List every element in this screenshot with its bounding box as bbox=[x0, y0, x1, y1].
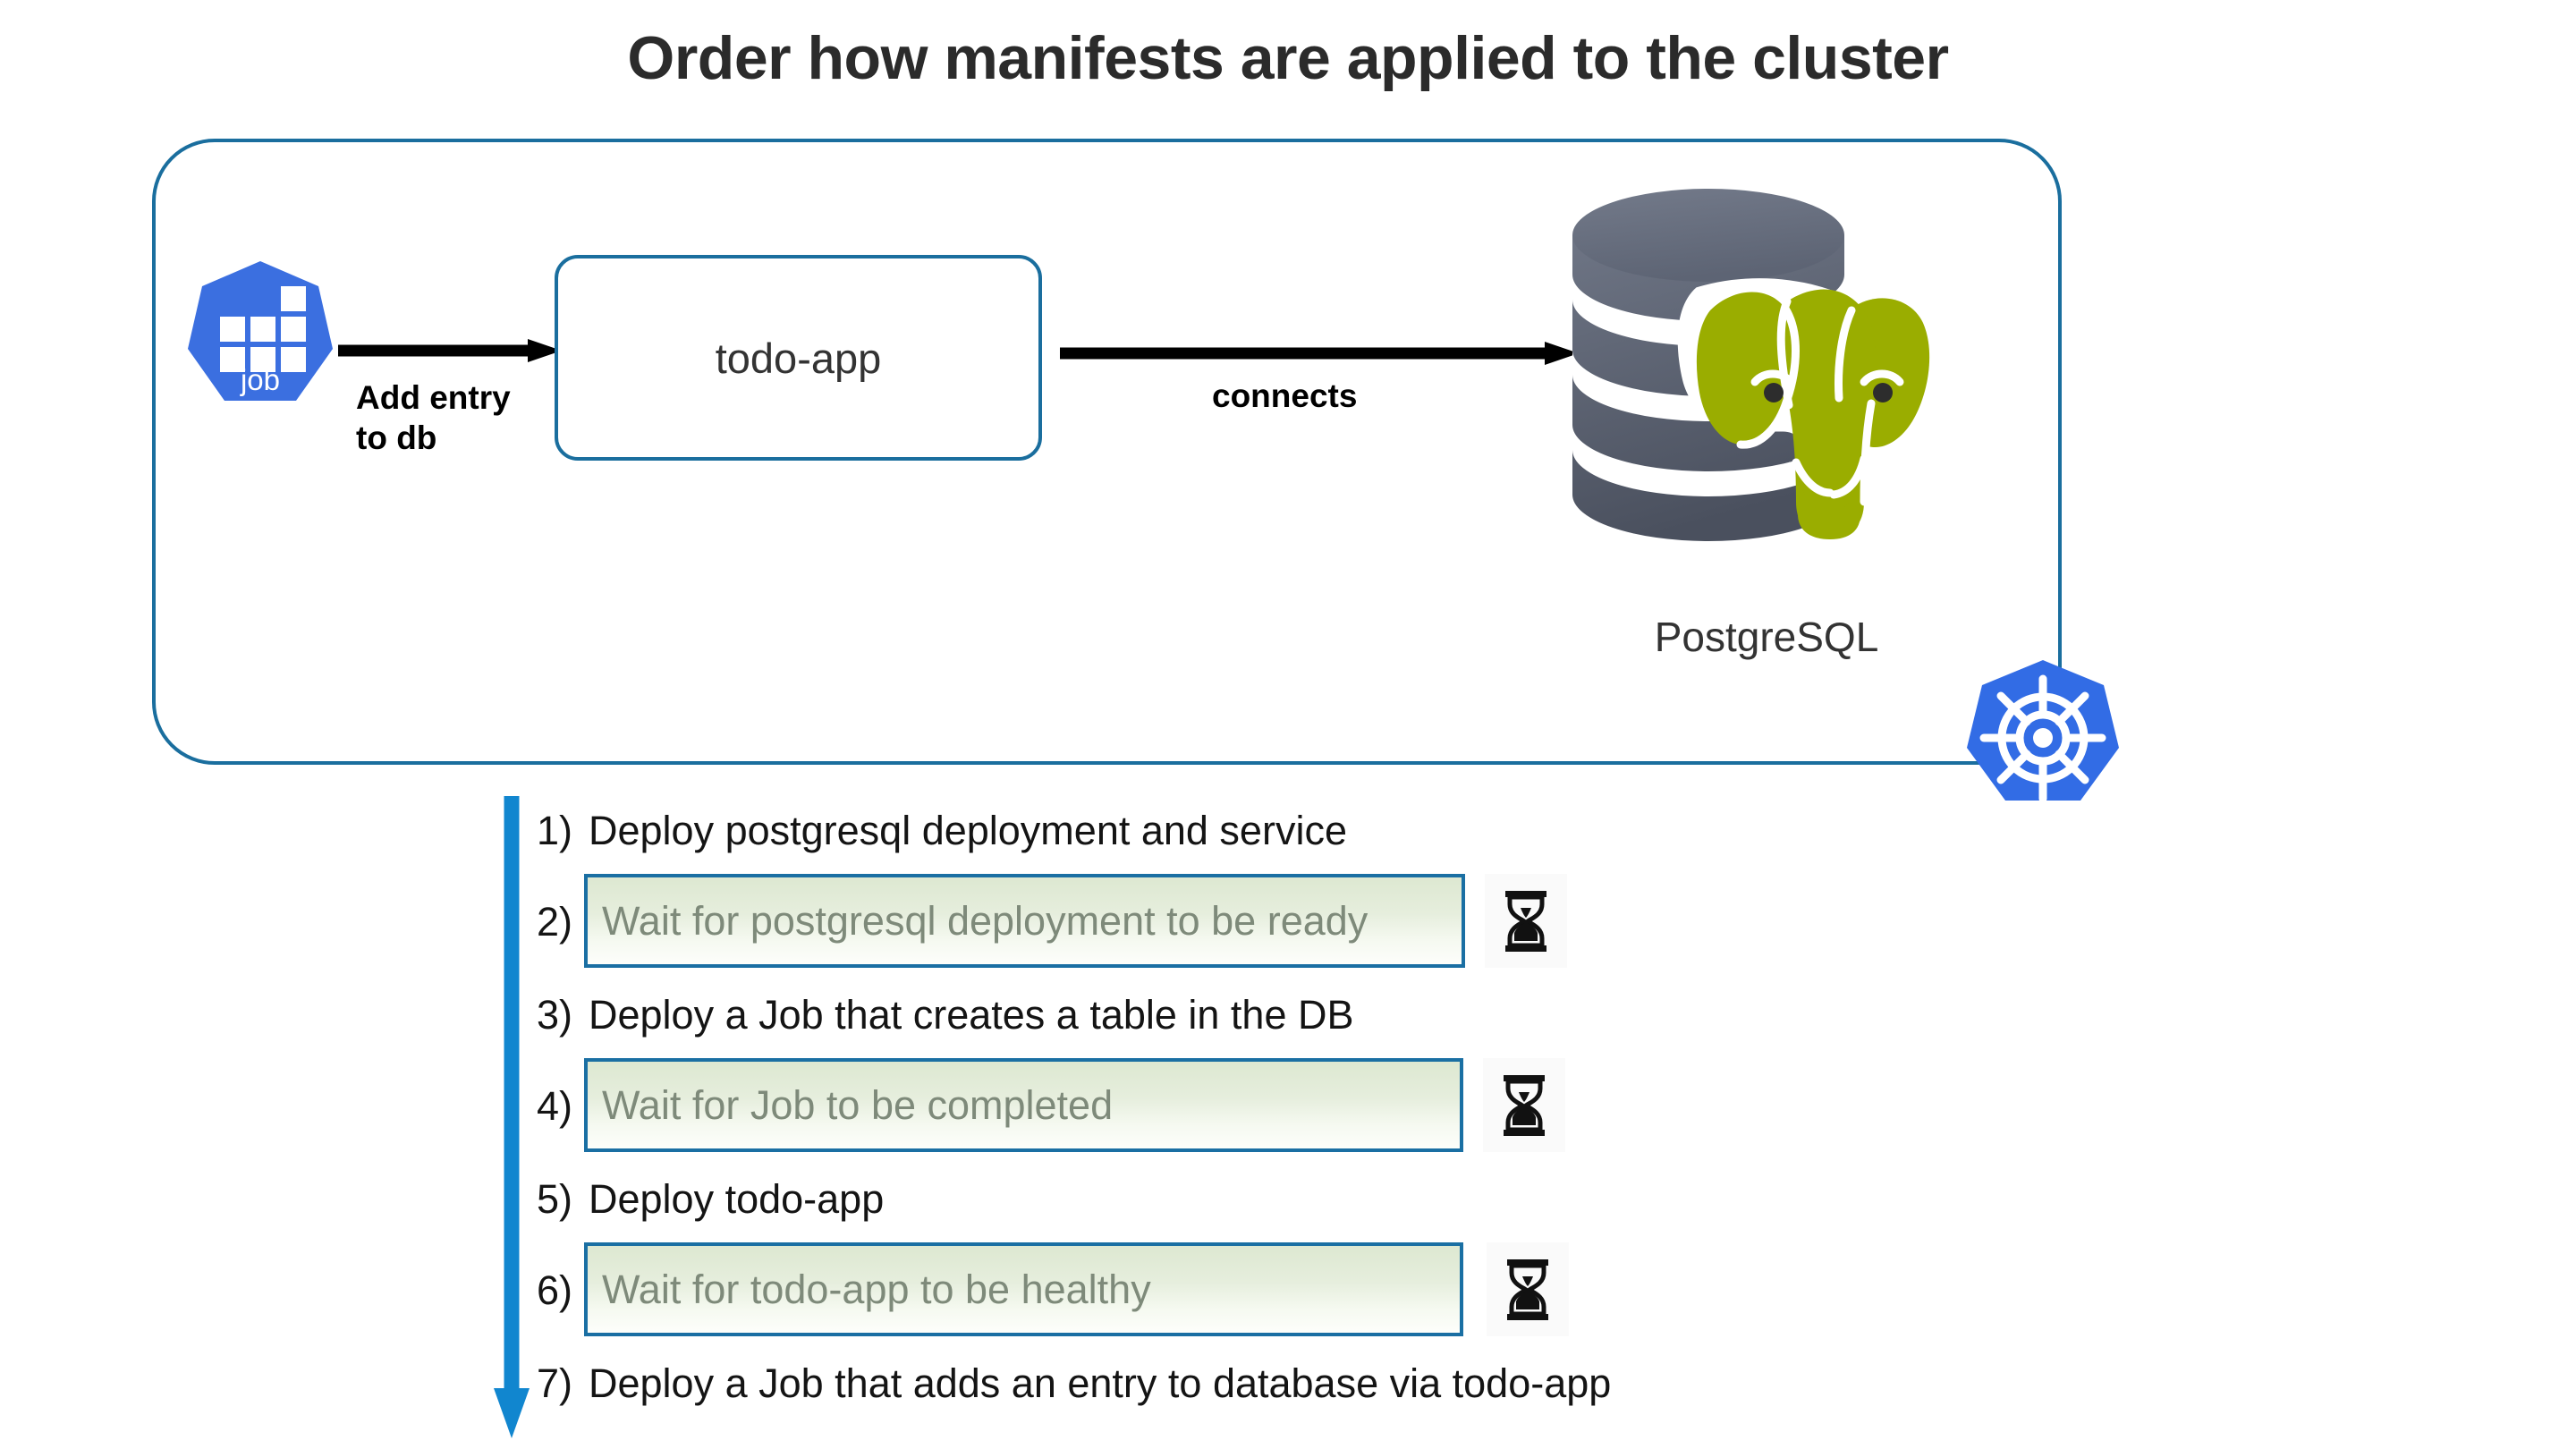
step-number-4: 4) bbox=[537, 1083, 573, 1129]
step-number-7: 7) bbox=[537, 1360, 573, 1406]
wait-box-2[interactable]: Wait for postgresql deployment to be rea… bbox=[584, 874, 1465, 968]
step-row-5: 5) Deploy todo-app bbox=[537, 1172, 884, 1225]
step-number-1: 1) bbox=[537, 807, 573, 853]
step-row-2: 2) Wait for postgresql deployment to be … bbox=[537, 874, 1637, 968]
hourglass-box-2 bbox=[1485, 874, 1567, 968]
edge-connects-label: connects bbox=[1212, 377, 1358, 414]
step-row-4: 4) Wait for Job to be completed bbox=[537, 1058, 1637, 1152]
kubernetes-job-icon bbox=[188, 261, 333, 401]
step-text-4: Wait for Job to be completed bbox=[602, 1082, 1114, 1128]
arrow-right-icon bbox=[1060, 342, 1579, 365]
kubernetes-helm-icon bbox=[1967, 660, 2119, 803]
job-node-label: job bbox=[240, 363, 281, 396]
hourglass-box-6 bbox=[1487, 1242, 1569, 1336]
step-number-6: 6) bbox=[537, 1267, 573, 1313]
wait-box-6[interactable]: Wait for todo-app to be healthy bbox=[584, 1242, 1463, 1336]
todo-app-node: todo-app bbox=[555, 255, 1042, 461]
edge-connects bbox=[1060, 341, 1579, 366]
postgresql-elephant-icon bbox=[1572, 189, 1936, 558]
step-number-3: 3) bbox=[537, 991, 573, 1038]
step-text-2: Wait for postgresql deployment to be rea… bbox=[602, 898, 1368, 944]
hourglass-box-4 bbox=[1483, 1058, 1565, 1152]
step-row-7: 7) Deploy a Job that adds an entry to da… bbox=[537, 1356, 1611, 1410]
step-text-7: Deploy a Job that adds an entry to datab… bbox=[589, 1360, 1612, 1406]
step-number-2: 2) bbox=[537, 899, 573, 945]
step-row-1: 1) Deploy postgresql deployment and serv… bbox=[537, 803, 1347, 857]
arrow-right-icon bbox=[338, 339, 562, 362]
cluster-boundary bbox=[152, 139, 2062, 765]
step-row-6: 6) Wait for todo-app to be healthy bbox=[537, 1242, 1664, 1336]
postgres-node-label: PostgreSQL bbox=[1654, 614, 1879, 660]
step-text-5: Deploy todo-app bbox=[589, 1175, 885, 1222]
kubernetes-cluster-badge bbox=[1957, 657, 2129, 824]
hourglass-icon bbox=[1507, 1258, 1548, 1320]
step-row-3: 3) Deploy a Job that creates a table in … bbox=[537, 987, 1354, 1041]
steps-flow-arrow bbox=[490, 796, 533, 1440]
page-title: Order how manifests are applied to the c… bbox=[627, 24, 1949, 92]
edge-add-entry-label: Add entry to db bbox=[356, 377, 624, 458]
job-node: job bbox=[177, 258, 343, 428]
steps-list: 1) Deploy postgresql deployment and serv… bbox=[537, 796, 2057, 1440]
edge-add-entry bbox=[338, 338, 562, 363]
hourglass-icon bbox=[1504, 1074, 1545, 1136]
arrow-down-icon bbox=[494, 796, 530, 1438]
edge-add-entry-label-line1: Add entry bbox=[356, 379, 511, 416]
step-text-3: Deploy a Job that creates a table in the… bbox=[589, 991, 1354, 1038]
hourglass-icon bbox=[1505, 890, 1546, 952]
wait-box-4[interactable]: Wait for Job to be completed bbox=[584, 1058, 1463, 1152]
step-number-5: 5) bbox=[537, 1175, 573, 1222]
postgres-node bbox=[1556, 174, 1977, 577]
edge-add-entry-label-line2: to db bbox=[356, 419, 437, 457]
todo-app-label: todo-app bbox=[715, 334, 882, 382]
step-text-1: Deploy postgresql deployment and service bbox=[589, 807, 1347, 853]
step-text-6: Wait for todo-app to be healthy bbox=[602, 1267, 1151, 1312]
